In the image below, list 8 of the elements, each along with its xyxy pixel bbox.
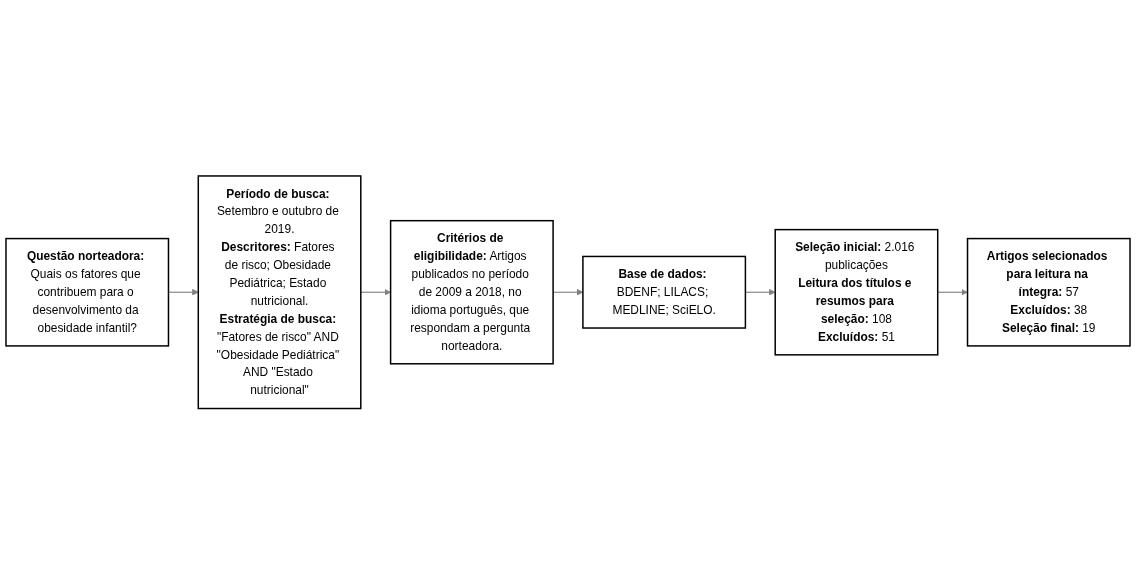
arrow xyxy=(360,288,391,296)
node-box: Questão norteadora: Quais os fatores que contribuem para o desenvolvimento da obesidade infantil? xyxy=(5,237,170,347)
node-box: Base de dados: BDENF; LILACS; MEDLINE; SciELO. xyxy=(582,255,747,329)
node-box: Critérios de eligibilidade: Artigos publicados no período de 2009 a 2018, no idioma português, que respondam a pergunta norteadora. xyxy=(389,219,554,365)
arrow xyxy=(937,288,968,296)
node-box: Seleção inicial: 2.016 publicações Leitura dos títulos e resumos para seleção: 108 Excluídos: 51 xyxy=(774,228,939,356)
node-box: Artigos selecionados para leitura na íntegra: 57 Excluídos: 38 Seleção final: 19 xyxy=(966,237,1131,347)
node-box: Período de busca: Setembro e outubro de 2019. Descritores: Fatores de risco; Obesidade Pediátrica; Estado nutricional. Estratégia de busca: "Fatores de risco" AND "Obesidade Pediátrica" AND "Estado nutricional" xyxy=(197,174,362,409)
